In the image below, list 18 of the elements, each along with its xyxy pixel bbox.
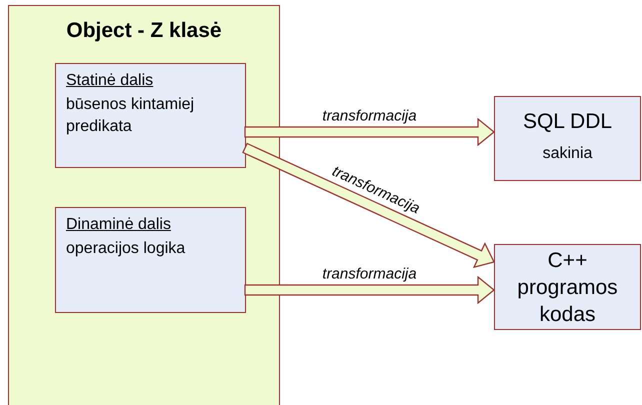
class-title: Object - Z klasė	[65, 19, 223, 43]
edge-label: transformacija	[322, 266, 417, 282]
section-heading: Dinaminė dalis	[66, 216, 171, 234]
block-arrow	[242, 142, 495, 268]
block-arrow	[244, 276, 495, 304]
block-arrow	[244, 118, 495, 146]
part-box	[55, 207, 246, 313]
class-box	[8, 5, 280, 405]
section-text: operacijos logika	[66, 239, 186, 259]
target-text: C++ programos kodas	[516, 248, 619, 328]
target-text: SQL DDL	[522, 109, 614, 135]
edge-label: transformacija	[322, 108, 417, 124]
section-heading: Statinė dalis	[66, 72, 154, 90]
output-box	[494, 96, 641, 181]
part-box	[55, 63, 246, 168]
output-box	[494, 244, 641, 330]
section-text: būsenos kintamiej predikata	[66, 95, 196, 137]
target-text: sakinia	[542, 144, 594, 164]
